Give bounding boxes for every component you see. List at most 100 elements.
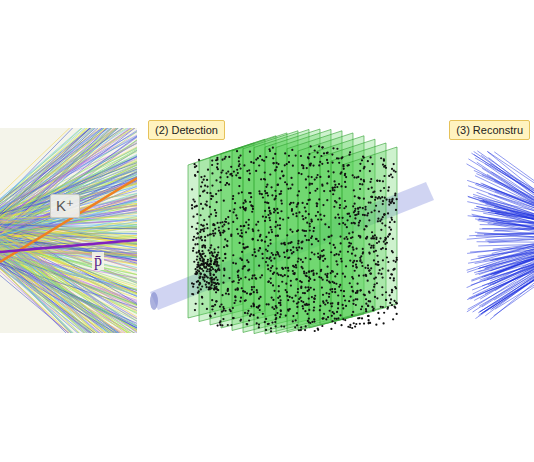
hit-dot <box>376 180 378 182</box>
hit-dot <box>253 248 255 250</box>
hit-dot <box>191 207 193 209</box>
hit-dot <box>332 147 334 149</box>
hit-dot <box>215 276 217 278</box>
hit-dot <box>369 181 371 183</box>
track-line <box>0 234 137 320</box>
hit-dot <box>245 231 247 233</box>
hit-dot <box>206 270 208 272</box>
hit-dot <box>266 303 268 305</box>
hit-dot <box>298 329 300 331</box>
hit-dot <box>329 242 331 244</box>
hit-dot <box>317 240 319 242</box>
hit-dot <box>199 283 201 285</box>
hit-dot <box>241 251 243 253</box>
hit-dot <box>279 316 281 318</box>
hit-dot <box>255 170 257 172</box>
hit-dot <box>336 311 338 313</box>
hit-dot <box>210 315 212 317</box>
hit-dot <box>298 298 300 300</box>
hit-dot <box>280 193 282 195</box>
hit-dot <box>203 219 205 221</box>
hit-dot <box>327 170 329 172</box>
hit-dot <box>393 277 395 279</box>
hit-dot <box>389 221 391 223</box>
hit-dot <box>304 292 306 294</box>
hit-dot <box>215 212 217 214</box>
hit-dot <box>206 204 208 206</box>
hit-dot <box>238 157 240 159</box>
hit-dot <box>259 276 261 278</box>
hit-dot <box>272 147 274 149</box>
hit-dot <box>312 164 314 166</box>
hit-dot <box>277 163 279 165</box>
hit-dot <box>323 302 325 304</box>
hit-dot <box>273 257 275 259</box>
hit-dot <box>218 257 220 259</box>
hit-dot <box>310 218 312 220</box>
hit-dot <box>256 289 258 291</box>
hit-dot <box>237 233 239 235</box>
hit-dot <box>281 170 283 172</box>
hit-dot <box>338 217 340 219</box>
hit-dot <box>352 174 354 176</box>
hit-dot <box>219 324 221 326</box>
hit-dot <box>368 291 370 293</box>
hit-dot <box>363 274 365 276</box>
hit-dot <box>319 161 321 163</box>
hit-dot <box>250 313 252 315</box>
hit-dot <box>287 217 289 219</box>
hit-dot <box>215 283 217 285</box>
hit-dot <box>199 214 201 216</box>
hit-dot <box>274 325 276 327</box>
hit-dot <box>297 229 299 231</box>
hit-dot <box>257 239 259 241</box>
hit-dot <box>241 258 243 260</box>
hit-dot <box>286 295 288 297</box>
hit-dot <box>266 184 268 186</box>
hit-dot <box>362 214 364 216</box>
hit-dot <box>210 233 212 235</box>
hit-dot <box>192 247 194 249</box>
hit-dot <box>296 247 298 249</box>
hit-dot <box>354 270 356 272</box>
hit-dot <box>330 251 332 253</box>
hit-dot <box>284 256 286 258</box>
hit-dot <box>201 239 203 241</box>
hit-dot <box>370 273 372 275</box>
hit-dot <box>248 179 250 181</box>
hit-dot <box>272 157 274 159</box>
hit-dot <box>355 264 357 266</box>
hit-dot <box>325 318 327 320</box>
hit-dot <box>215 283 217 285</box>
hit-dot <box>377 218 379 220</box>
hit-dot <box>296 312 298 314</box>
hit-dot <box>282 218 284 220</box>
hit-dot <box>394 194 396 196</box>
hit-dot <box>287 242 289 244</box>
hit-dot <box>269 226 271 228</box>
hit-dot <box>326 266 328 268</box>
hit-dot <box>361 183 363 185</box>
hit-dot <box>373 259 375 261</box>
hit-dot <box>316 176 318 178</box>
hit-dot <box>348 154 350 156</box>
hit-dot <box>251 289 253 291</box>
hit-dot <box>228 277 230 279</box>
hit-dot <box>203 224 205 226</box>
hit-dot <box>226 182 228 184</box>
hit-dot <box>211 172 213 174</box>
hit-dot <box>376 255 378 257</box>
hit-dot <box>307 199 309 201</box>
hit-dot <box>261 239 263 241</box>
hit-dot <box>314 330 316 332</box>
hit-dot <box>280 274 282 276</box>
hit-dot <box>289 187 291 189</box>
hit-dot <box>300 155 302 157</box>
hit-dot <box>223 246 225 248</box>
hit-dot <box>350 237 352 239</box>
hit-dot <box>215 215 217 217</box>
hit-dot <box>301 215 303 217</box>
hit-dot <box>276 272 278 274</box>
hit-dot <box>208 249 210 251</box>
hit-dot <box>297 260 299 262</box>
